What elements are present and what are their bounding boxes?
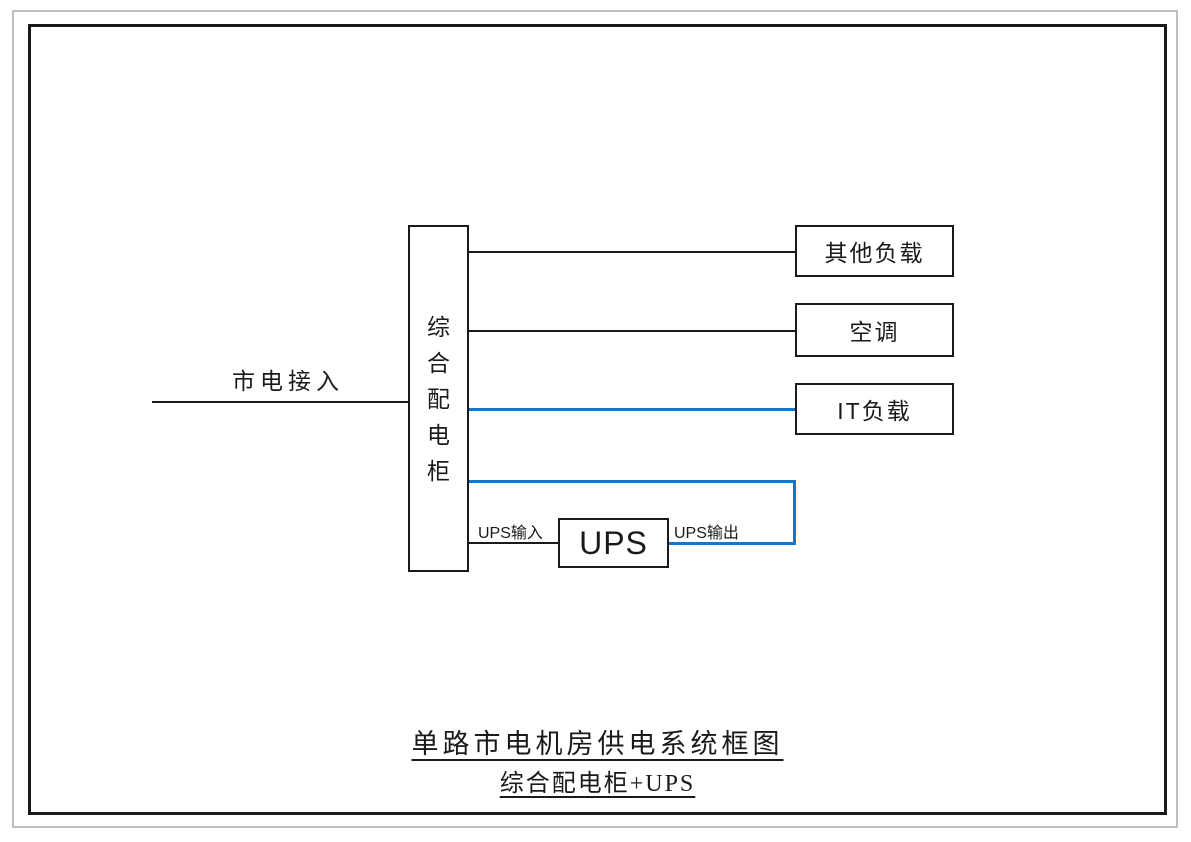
ups-output-line <box>669 542 796 545</box>
line-to-it-load <box>469 408 795 411</box>
outer-gray-frame <box>12 10 1178 828</box>
ups-input-label: UPS输入 <box>478 525 543 542</box>
ups-return-vertical-line <box>793 480 796 545</box>
diagram-title: 单路市电机房供电系统框图 <box>411 729 784 759</box>
distribution-cabinet-label: 综合配电柜 <box>427 313 450 484</box>
ups-output-label: UPS输出 <box>674 525 739 542</box>
other-loads-label: 其他负载 <box>824 240 925 266</box>
inner-black-frame <box>28 24 1167 815</box>
air-conditioning-box: 空调 <box>795 303 954 357</box>
it-load-box: IT负载 <box>795 383 954 435</box>
other-loads-box: 其他负载 <box>795 225 954 277</box>
line-to-other-loads <box>469 251 795 253</box>
it-load-label: IT负载 <box>837 398 912 424</box>
distribution-cabinet-box: 综合配电柜 <box>408 225 469 572</box>
ups-box-label: UPS <box>579 524 648 561</box>
mains-input-label: 市电接入 <box>232 368 344 394</box>
ups-box: UPS <box>558 518 669 568</box>
ups-return-to-cabinet-line <box>469 480 796 483</box>
air-conditioning-label: 空调 <box>849 319 900 345</box>
ups-input-line <box>469 542 558 544</box>
diagram-subtitle: 综合配电柜+UPS <box>499 771 696 797</box>
line-to-air-conditioning <box>469 330 795 332</box>
mains-input-line <box>152 401 408 403</box>
